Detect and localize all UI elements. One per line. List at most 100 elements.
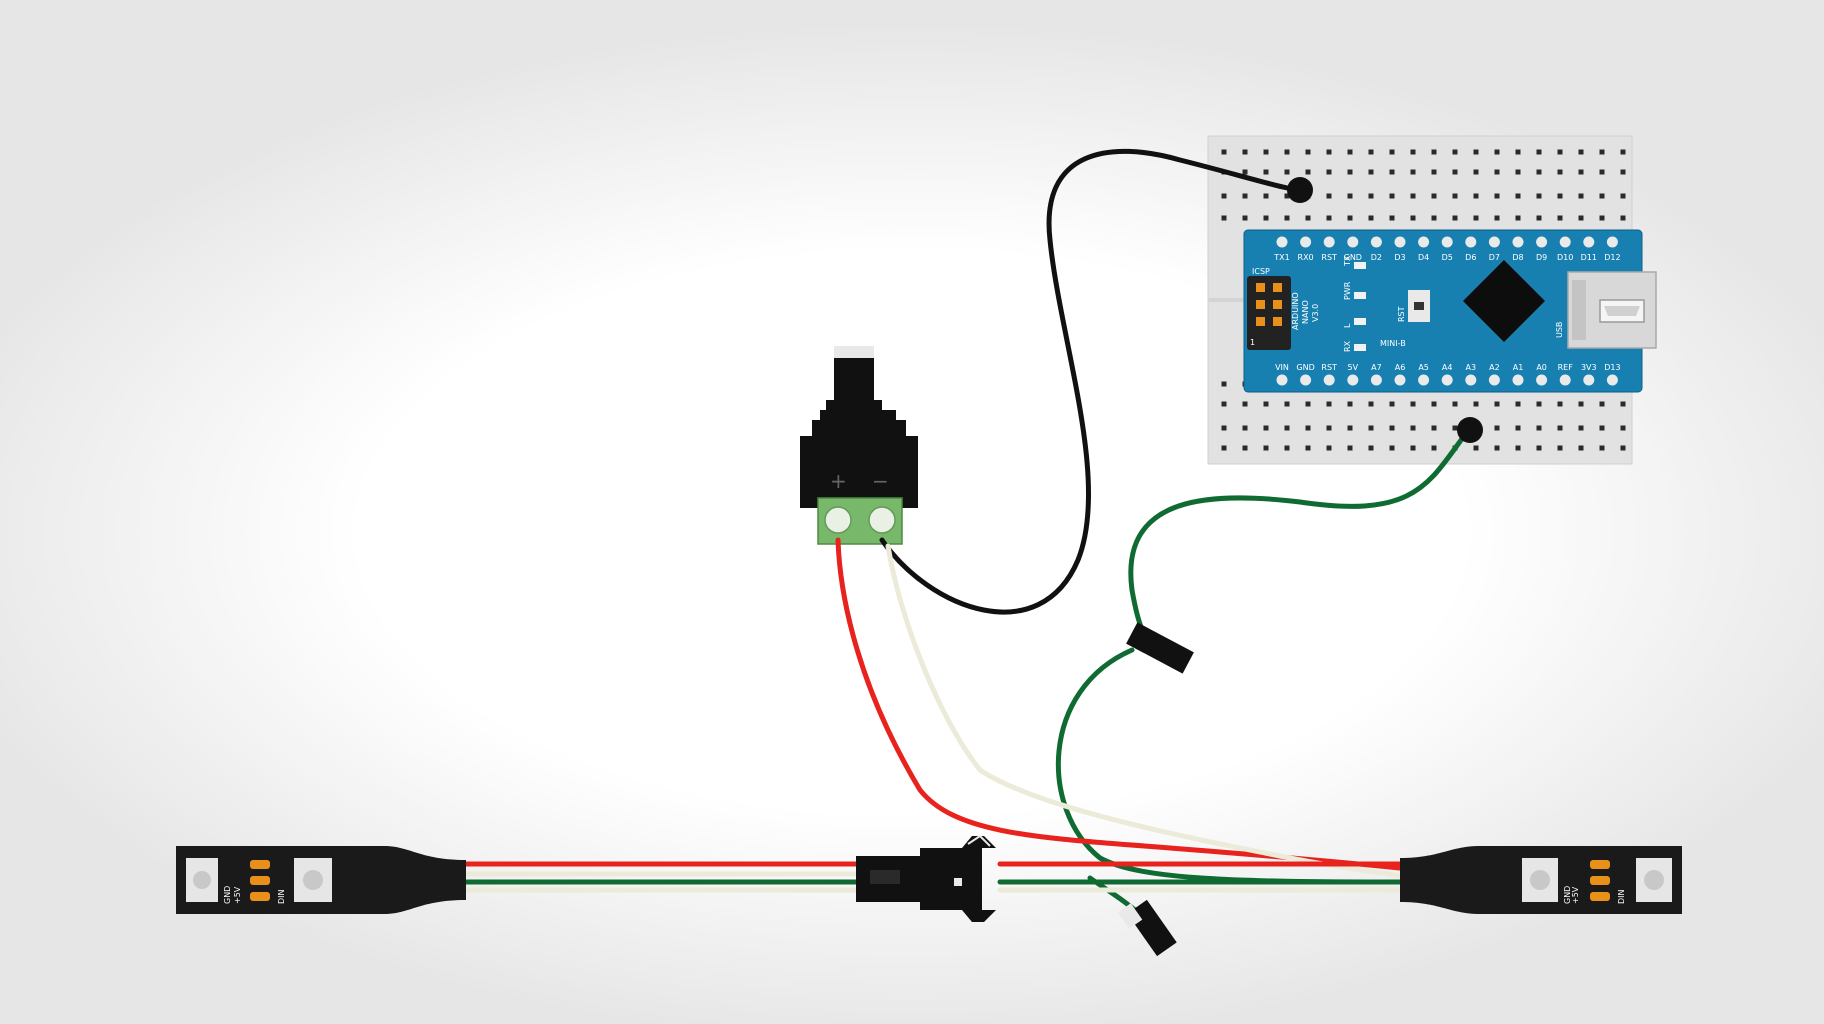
breadboard-hole	[1242, 445, 1248, 451]
breadboard-hole	[1347, 193, 1353, 199]
breadboard-hole	[1410, 169, 1416, 175]
pin-label: D4	[1418, 253, 1429, 262]
pin-label: D9	[1536, 253, 1547, 262]
pin-label: D6	[1465, 253, 1476, 262]
strip-left-pad-5v	[250, 860, 270, 869]
breadboard-hole	[1263, 215, 1269, 221]
breadboard-hole	[1536, 169, 1542, 175]
header-pin	[1559, 374, 1571, 386]
header-pin	[1583, 374, 1595, 386]
breadboard-hole	[1347, 169, 1353, 175]
dc-barrel-jack-adapter: + −	[800, 346, 918, 545]
breadboard-hole	[1536, 149, 1542, 155]
red-power-wire	[835, 537, 1403, 871]
breadboard-hole	[1515, 169, 1521, 175]
header-pin	[1300, 236, 1312, 248]
breadboard-hole	[1368, 215, 1374, 221]
led-pwr	[1354, 292, 1366, 299]
breadboard-hole	[1452, 149, 1458, 155]
breadboard-hole	[1431, 425, 1437, 431]
icsp-block	[1247, 276, 1291, 350]
strip-right-pad-din	[1590, 876, 1610, 885]
pin-label: A2	[1489, 363, 1500, 372]
breadboard-hole	[1431, 445, 1437, 451]
strip-left-label-gnd: GND	[223, 886, 232, 904]
breadboard-hole	[1389, 445, 1395, 451]
strip-right-label-5v: +5V	[1571, 886, 1580, 904]
jack-plug	[834, 358, 874, 400]
strip-right-sleeve-end	[1400, 846, 1480, 914]
breadboard-hole	[1326, 169, 1332, 175]
breadboard-hole	[1557, 193, 1563, 199]
breadboard-hole	[1536, 193, 1542, 199]
breadboard-hole	[1578, 445, 1584, 451]
breadboard-hole	[1578, 425, 1584, 431]
breadboard-hole	[1347, 215, 1353, 221]
pin-label: RX0	[1298, 253, 1314, 262]
breadboard-hole	[1284, 215, 1290, 221]
breadboard-hole	[1599, 401, 1605, 407]
strip-left-sleeve-end	[384, 846, 466, 914]
strip-left-label-5v: +5V	[233, 886, 242, 904]
breadboard-hole	[1557, 445, 1563, 451]
pin-label: D8	[1512, 253, 1523, 262]
breadboard-hole	[1536, 215, 1542, 221]
pin-label: A7	[1371, 363, 1382, 372]
breadboard-hole	[1242, 401, 1248, 407]
pin-label: A1	[1513, 363, 1524, 372]
jack-minus-label: −	[872, 469, 889, 493]
jack-plus-label: +	[830, 469, 847, 493]
breadboard-hole	[1242, 193, 1248, 199]
breadboard-hole	[1431, 401, 1437, 407]
breadboard-hole	[1620, 445, 1626, 451]
breadboard-hole	[1410, 425, 1416, 431]
breadboard-hole	[1263, 401, 1269, 407]
usb-label: USB	[1555, 322, 1564, 338]
wires	[463, 148, 1473, 923]
led-strip-left: +5V DIN GND	[176, 846, 466, 914]
breadboard-hole	[1620, 425, 1626, 431]
strip-right-label-gnd: GND	[1563, 886, 1572, 904]
header-pin	[1347, 374, 1359, 386]
breadboard-hole	[1515, 149, 1521, 155]
breadboard-hole	[1221, 149, 1227, 155]
breadboard-hole	[1305, 445, 1311, 451]
board-name-line1: ARDUINO	[1291, 292, 1300, 330]
reset-label: RST	[1397, 306, 1406, 322]
reset-button: RST	[1397, 290, 1430, 322]
header-pin	[1606, 374, 1618, 386]
breadboard-hole	[1389, 193, 1395, 199]
green-data-wire-main	[1128, 425, 1473, 649]
breadboard-hole	[1620, 401, 1626, 407]
breadboard-hole	[1221, 401, 1227, 407]
strip-right-label-din: DIN	[1617, 889, 1626, 904]
header-pin	[1323, 236, 1335, 248]
breadboard-hole	[1452, 215, 1458, 221]
pin-label: D7	[1489, 253, 1500, 262]
breadboard-hole	[1221, 381, 1227, 387]
header-pin	[1276, 374, 1288, 386]
breadboard-hole	[1410, 193, 1416, 199]
breadboard-hole	[1347, 445, 1353, 451]
header-pin	[1394, 236, 1406, 248]
mini-b-label: MINI-B	[1380, 339, 1406, 348]
breadboard-hole	[1263, 169, 1269, 175]
breadboard-hole	[1305, 215, 1311, 221]
breadboard-hole	[1620, 215, 1626, 221]
breadboard-hole	[1368, 193, 1374, 199]
breadboard-hole	[1389, 169, 1395, 175]
black-ground-wire	[879, 148, 1303, 615]
pin-label: RST	[1321, 363, 1337, 372]
led-strip-right: +5V DIN GND	[1400, 846, 1682, 914]
breadboard-hole	[1473, 445, 1479, 451]
led-label-pwr: PWR	[1343, 281, 1352, 300]
pin-label: GND	[1296, 363, 1314, 372]
breadboard-hole	[1557, 401, 1563, 407]
breadboard-hole	[1473, 401, 1479, 407]
breadboard-hole	[1557, 149, 1563, 155]
breadboard-hole	[1368, 425, 1374, 431]
pin-label: D12	[1604, 253, 1620, 262]
breadboard-hole	[1263, 149, 1269, 155]
header-pin	[1465, 374, 1477, 386]
